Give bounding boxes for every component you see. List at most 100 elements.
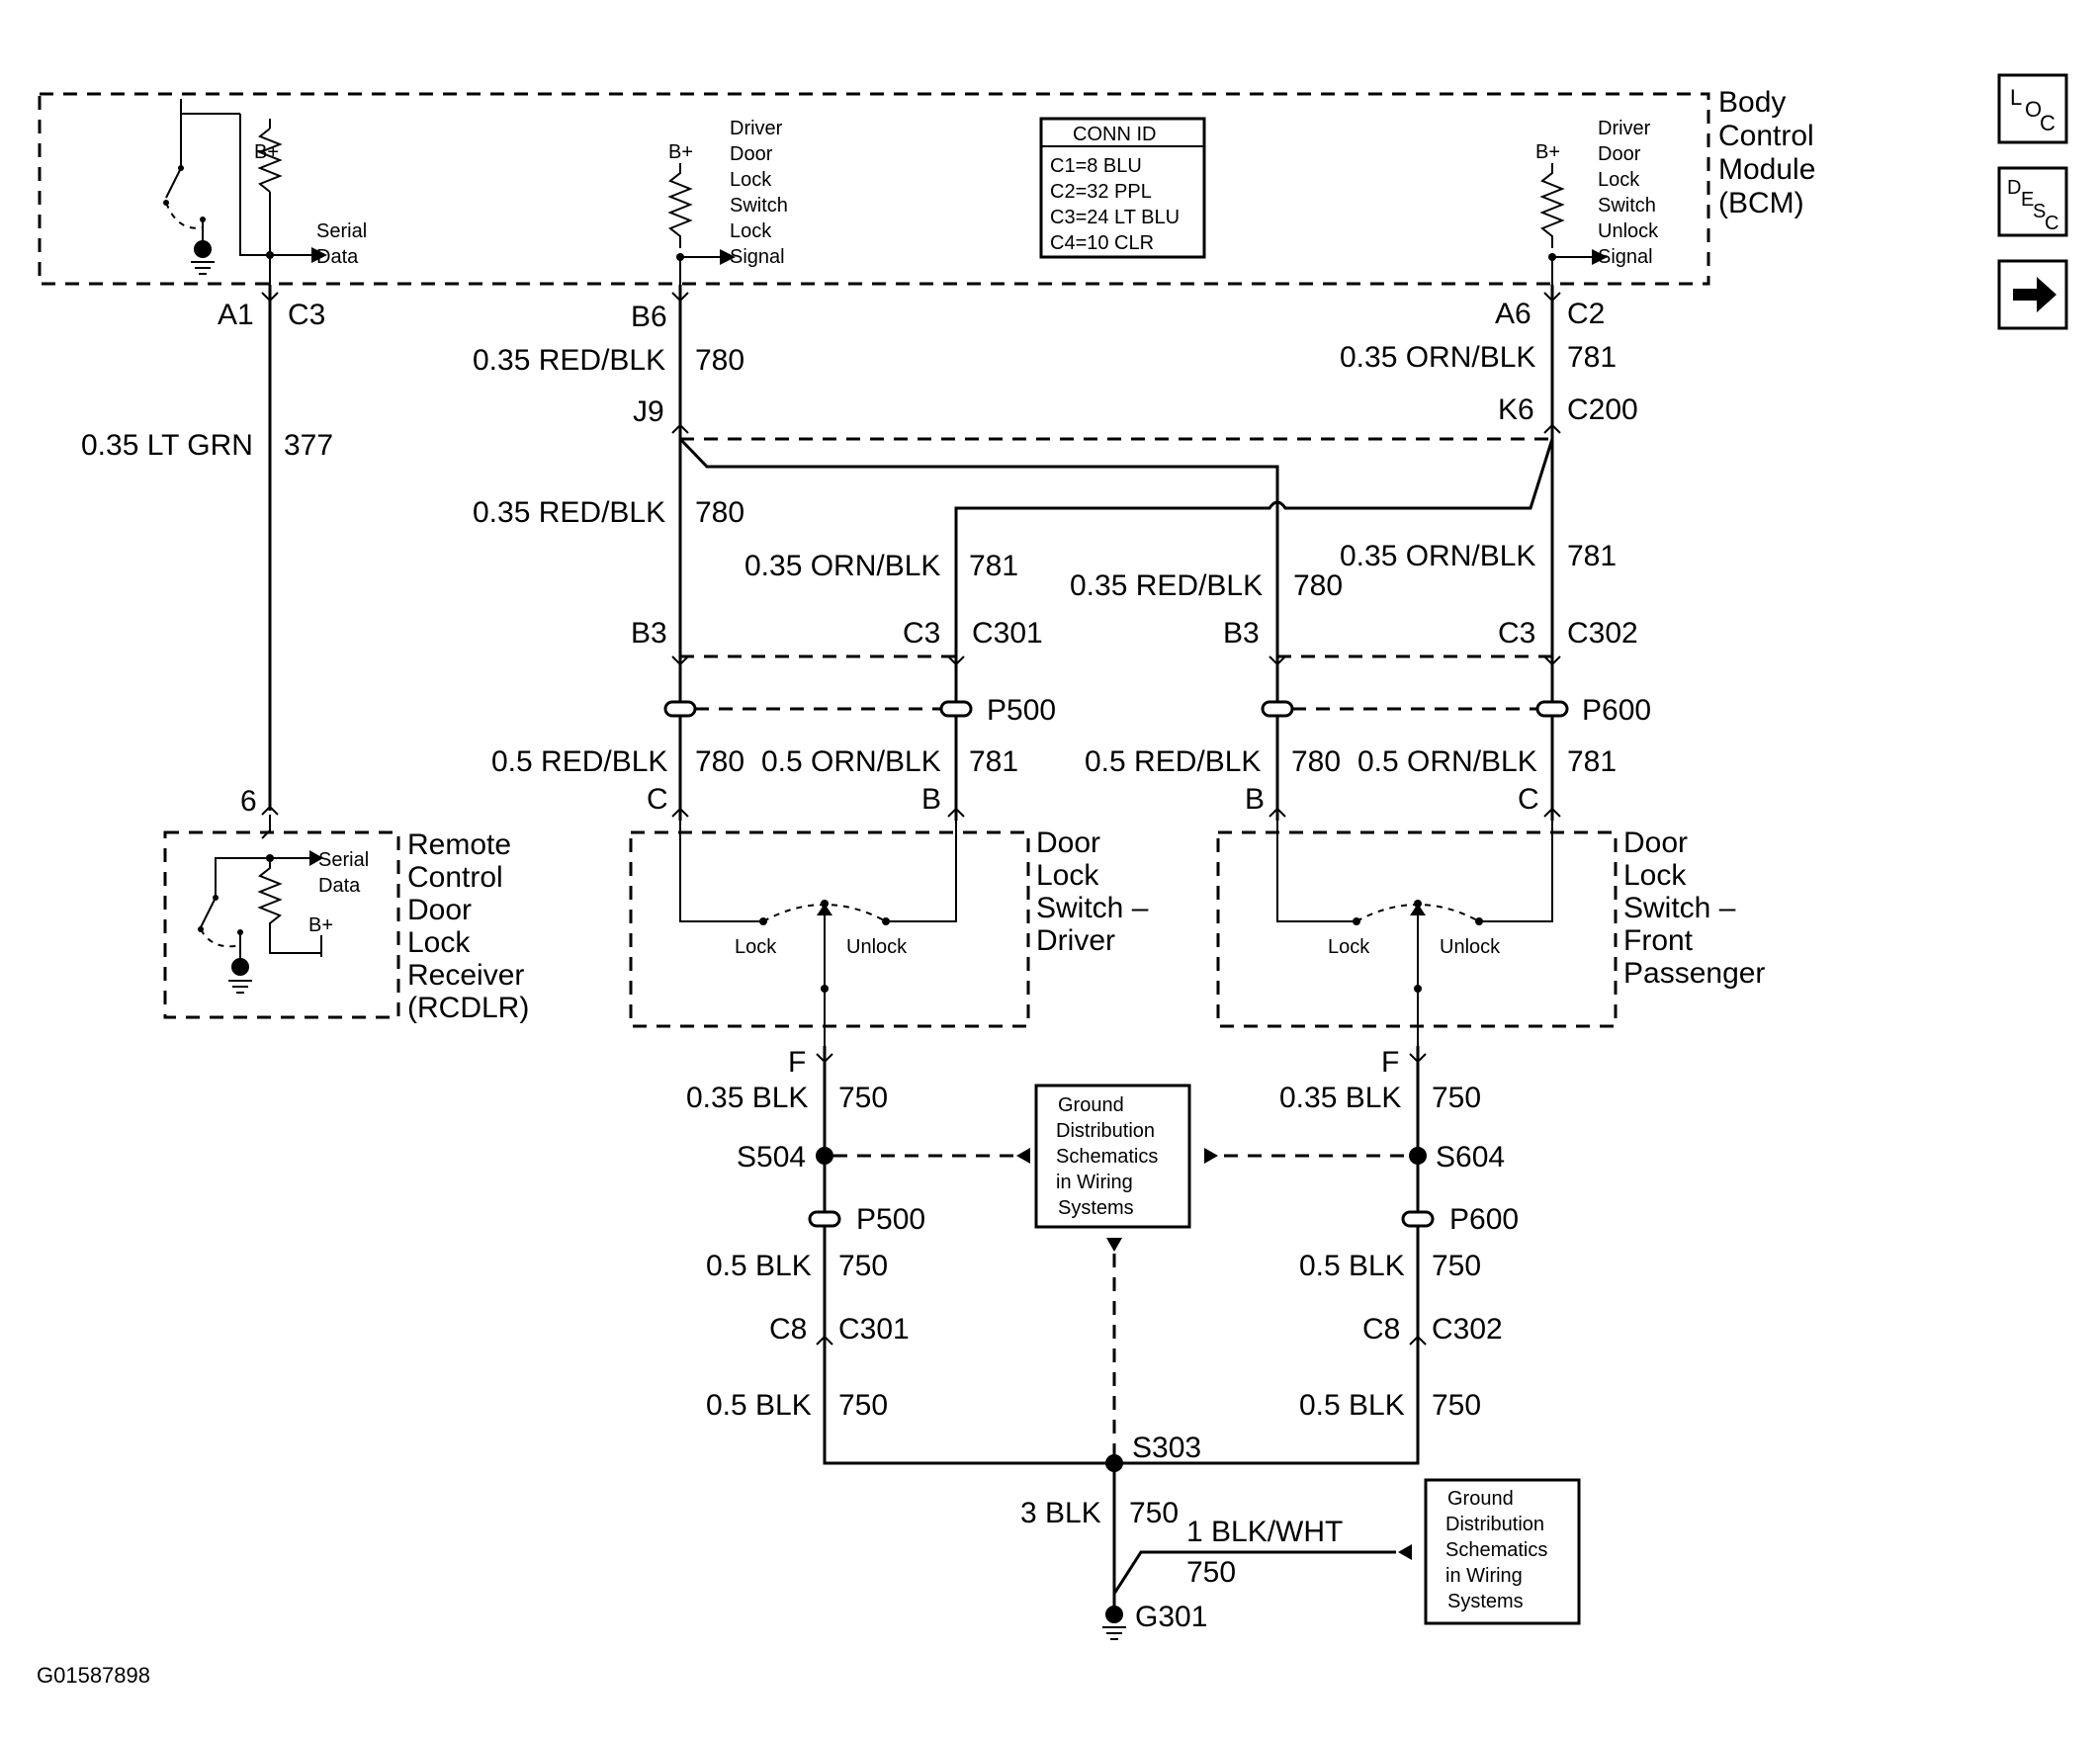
svg-text:B: B — [921, 783, 941, 816]
svg-text:Control: Control — [407, 861, 503, 894]
svg-text:780: 780 — [695, 745, 744, 778]
svg-text:CONN ID: CONN ID — [1073, 124, 1156, 145]
svg-text:(RCDLR): (RCDLR) — [407, 992, 529, 1024]
svg-text:B3: B3 — [1223, 617, 1260, 650]
svg-text:Control: Control — [1718, 120, 1814, 152]
svg-text:Passenger: Passenger — [1623, 957, 1765, 990]
svg-text:P500: P500 — [987, 694, 1056, 727]
figure-id: G01587898 — [37, 1663, 150, 1688]
driver-switch-circuit: Lock Unlock — [679, 821, 957, 1046]
svg-text:Switch –: Switch – — [1623, 892, 1736, 924]
svg-text:780: 780 — [1291, 745, 1341, 778]
svg-text:Systems: Systems — [1447, 1591, 1524, 1612]
svg-text:A6: A6 — [1495, 298, 1531, 330]
svg-text:Lock: Lock — [1036, 859, 1099, 892]
desc-icon-d: D — [2007, 177, 2021, 199]
svg-text:0.5 BLK: 0.5 BLK — [1299, 1250, 1405, 1282]
svg-text:K6: K6 — [1498, 393, 1534, 426]
rcdlr-boundary — [163, 830, 400, 1019]
svg-text:Door: Door — [730, 143, 773, 165]
next-nav-button[interactable] — [1997, 259, 2068, 330]
svg-text:0.35 ORN/BLK: 0.35 ORN/BLK — [1340, 540, 1535, 572]
wire-377-circuit: 377 — [284, 429, 333, 462]
pin-a1: A1 — [218, 299, 254, 331]
svg-text:P500: P500 — [856, 1203, 925, 1236]
svg-text:750: 750 — [1186, 1556, 1236, 1589]
svg-text:Ground: Ground — [1447, 1488, 1514, 1510]
svg-text:C4=10 CLR: C4=10 CLR — [1050, 232, 1154, 254]
svg-text:781: 781 — [969, 745, 1018, 778]
bcm-serial-data-circuit: B+ Serial Data — [163, 99, 367, 285]
svg-text:C2=32 PPL: C2=32 PPL — [1050, 181, 1152, 203]
svg-text:P600: P600 — [1449, 1203, 1519, 1236]
svg-text:Driver: Driver — [730, 118, 783, 139]
svg-text:B6: B6 — [631, 301, 667, 333]
svg-text:F: F — [788, 1046, 806, 1079]
desc-icon-s: S — [2033, 201, 2046, 222]
desc-icon-c: C — [2045, 213, 2058, 234]
svg-text:750: 750 — [1432, 1389, 1481, 1422]
svg-text:0.5 RED/BLK: 0.5 RED/BLK — [491, 745, 667, 778]
svg-text:B3: B3 — [631, 617, 667, 650]
svg-text:750: 750 — [1129, 1497, 1179, 1529]
svg-text:0.35 RED/BLK: 0.35 RED/BLK — [473, 344, 665, 377]
svg-text:750: 750 — [1432, 1250, 1481, 1282]
rcdlr-title: Remote Control Door Lock Receiver (RCDLR… — [407, 828, 529, 1024]
svg-text:Unlock: Unlock — [1598, 220, 1659, 242]
svg-text:Module: Module — [1718, 153, 1815, 186]
rcdlr-circuit: Serial Data B+ — [198, 815, 369, 994]
svg-text:Receiver: Receiver — [407, 959, 524, 992]
svg-text:Front: Front — [1623, 924, 1694, 957]
svg-text:Signal: Signal — [1598, 246, 1653, 268]
svg-text:0.35 ORN/BLK: 0.35 ORN/BLK — [744, 550, 940, 582]
svg-text:G301: G301 — [1135, 1601, 1207, 1633]
svg-text:780: 780 — [695, 496, 744, 529]
bcm-title: Body Control Module (BCM) — [1718, 86, 1815, 219]
svg-text:780: 780 — [1293, 569, 1343, 602]
svg-text:0.35 BLK: 0.35 BLK — [1279, 1082, 1401, 1114]
svg-text:0.35 RED/BLK: 0.35 RED/BLK — [1070, 569, 1263, 602]
svg-text:C8: C8 — [1362, 1313, 1400, 1346]
svg-text:J9: J9 — [633, 395, 664, 428]
wire-377-gauge: 0.35 LT GRN — [81, 429, 253, 462]
svg-text:0.35 RED/BLK: 0.35 RED/BLK — [473, 496, 665, 529]
svg-text:0.5 RED/BLK: 0.5 RED/BLK — [1085, 745, 1261, 778]
svg-text:B+: B+ — [668, 141, 693, 163]
svg-text:Lock: Lock — [1328, 936, 1370, 958]
svg-text:0.5 BLK: 0.5 BLK — [706, 1250, 812, 1282]
wire-750-blk-wht — [1112, 1550, 1396, 1595]
svg-text:B+: B+ — [1535, 141, 1560, 163]
svg-text:Unlock: Unlock — [846, 936, 908, 958]
pin-c3-bcm: C3 — [288, 299, 325, 331]
desc-nav-button[interactable]: D E S C — [1997, 166, 2068, 237]
svg-text:Lock: Lock — [407, 926, 471, 959]
p600-connector: P600 — [1261, 694, 1651, 727]
loc-nav-button[interactable]: L O C — [1997, 73, 2068, 144]
arrow-right-icon — [2013, 277, 2056, 312]
svg-text:in Wiring: in Wiring — [1445, 1565, 1523, 1587]
pin-6: 6 — [240, 785, 257, 818]
passenger-switch-title: Door Lock Switch – Front Passenger — [1623, 826, 1765, 990]
ground-distribution-ref-center[interactable]: Ground Distribution Schematics in Wiring… — [1034, 1084, 1191, 1229]
svg-text:C: C — [647, 783, 668, 816]
wire-781-cross — [954, 438, 1554, 821]
svg-text:Remote: Remote — [407, 828, 511, 861]
svg-text:Switch –: Switch – — [1036, 892, 1149, 924]
svg-text:Switch: Switch — [1598, 195, 1656, 217]
svg-text:1 BLK/WHT: 1 BLK/WHT — [1186, 1516, 1343, 1548]
svg-text:0.5 BLK: 0.5 BLK — [1299, 1389, 1405, 1422]
svg-text:Lock: Lock — [1598, 169, 1640, 191]
svg-text:S303: S303 — [1132, 1432, 1201, 1464]
p500-connector: P500 — [663, 694, 1056, 727]
svg-text:Serial: Serial — [318, 849, 369, 871]
svg-text:Distribution: Distribution — [1445, 1514, 1544, 1535]
svg-text:Unlock: Unlock — [1440, 936, 1501, 958]
svg-text:C8: C8 — [769, 1313, 807, 1346]
bcm-boundary — [38, 92, 1710, 286]
svg-text:S504: S504 — [737, 1141, 806, 1174]
ground-g301 — [1105, 1606, 1123, 1623]
ground-distribution-ref-bottom[interactable]: Ground Distribution Schematics in Wiring… — [1424, 1478, 1581, 1625]
driver-switch-boundary — [629, 830, 1030, 1028]
loc-icon-c: C — [2040, 111, 2056, 135]
